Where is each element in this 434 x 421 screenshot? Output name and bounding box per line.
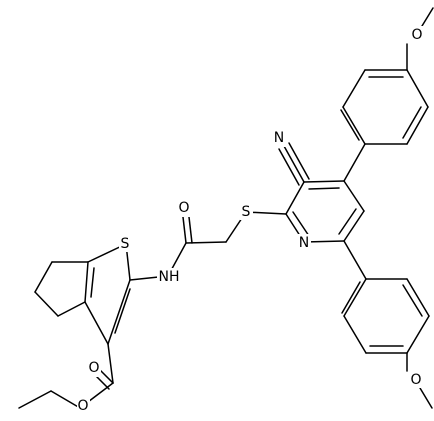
bond-ab-4 <box>406 315 430 354</box>
bond-at-me <box>421 7 434 27</box>
bond-py-c6-c5-double <box>338 208 357 235</box>
atom-s-thiophene: S <box>119 235 132 252</box>
bond-cp-1 <box>57 301 86 317</box>
bond-carbonyl-o-double-2 <box>94 374 110 390</box>
atom-o-amide: O <box>178 200 191 217</box>
atom-o-ester-carbonyl: O <box>88 360 101 377</box>
bonds <box>18 7 434 409</box>
bond-at-5d <box>402 106 422 139</box>
bond-cp-2 <box>34 291 59 317</box>
bond-cn-b <box>278 148 300 186</box>
atom-labels: S NH O S N N O O <box>77 26 424 415</box>
bond-c6-aryl <box>343 240 367 280</box>
bond-py-c6-c5 <box>343 210 365 242</box>
bond-at-4 <box>406 69 429 108</box>
svg-text:N: N <box>274 130 284 146</box>
atom-n-pyridine: N <box>298 234 311 251</box>
bond-ab-5d <box>402 284 423 317</box>
svg-text:O: O <box>410 372 421 388</box>
svg-text:N: N <box>299 235 309 251</box>
atom-o-methoxy-top: O <box>411 26 424 43</box>
atom-o-ester: O <box>77 398 90 415</box>
bond-co-o-double <box>188 216 193 244</box>
bond-co-ch2 <box>185 241 227 244</box>
bond-carbonyl-ring <box>107 343 114 384</box>
bond-at-5 <box>406 106 429 145</box>
svg-text:O: O <box>178 200 189 216</box>
bond-py-c5-c4 <box>343 180 365 212</box>
bond-py-c2-n-double <box>292 211 310 237</box>
bond-py-c4-c3 <box>303 180 345 183</box>
atom-nh: NH <box>157 268 181 285</box>
svg-text:S: S <box>121 236 130 252</box>
bond-th-c3-c2-double <box>114 288 131 334</box>
bond-at-1 <box>342 106 366 145</box>
svg-text:O: O <box>88 360 99 376</box>
svg-text:O: O <box>77 398 88 414</box>
bond-c4-aryl <box>343 143 366 182</box>
bond-cp-3 <box>34 261 53 293</box>
bond-ab-me <box>419 387 433 409</box>
bond-cn <box>283 145 305 183</box>
bond-th-fuse <box>84 261 89 303</box>
bond-th-c3a-c3 <box>84 301 109 345</box>
bond-ab-5 <box>406 278 430 317</box>
svg-text:S: S <box>242 204 251 220</box>
atom-s-linker: S <box>240 203 253 220</box>
bond-cn-c <box>288 142 310 180</box>
bond-ab-2 <box>343 315 367 354</box>
bond-carbonyl-o-double <box>98 368 114 384</box>
bond-co-o <box>182 216 187 244</box>
bond-th-fuse-double <box>90 267 95 298</box>
bond-ethyl <box>18 390 52 409</box>
bond-at-2 <box>342 69 366 108</box>
atom-n-nitrile: N <box>273 130 286 147</box>
bond-th-c3-c2 <box>107 279 131 345</box>
svg-text:O: O <box>411 27 422 43</box>
bond-ethyl-o <box>50 390 81 409</box>
bond-ab-1 <box>343 278 367 317</box>
svg-text:NH: NH <box>159 269 180 285</box>
bond-ab-1d <box>341 281 361 314</box>
atom-o-methoxy-bottom: O <box>410 371 423 388</box>
bond-at-1d <box>340 109 360 141</box>
bond-py-c3-c2 <box>285 181 305 215</box>
bond-py-c4-c3-double <box>308 187 340 190</box>
